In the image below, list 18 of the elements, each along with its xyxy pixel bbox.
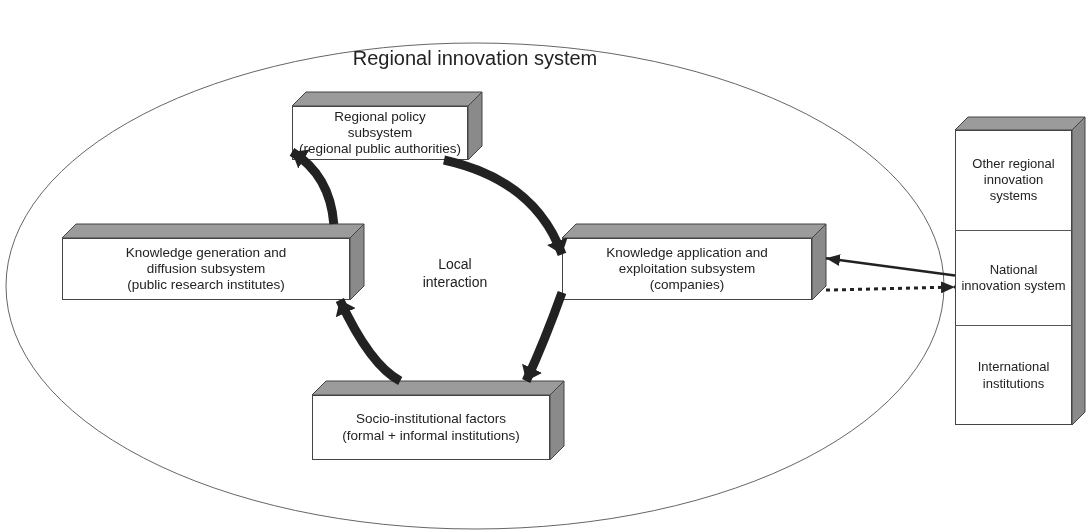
block-title: Regional policy subsystem bbox=[333, 108, 427, 142]
cell-label: Other regional innovation systems bbox=[971, 154, 1056, 206]
arrow bbox=[825, 254, 956, 277]
cell-label: National innovation system bbox=[960, 260, 1067, 295]
curved-arrow bbox=[521, 290, 567, 383]
center-label: Local interaction bbox=[421, 256, 489, 291]
block-title: Knowledge application and exploitation subsystem bbox=[605, 244, 769, 278]
curved-arrow bbox=[335, 298, 403, 385]
block-title: Knowledge generation and diffusion subsystem bbox=[124, 244, 288, 278]
block-title: Socio-institutional factors bbox=[355, 411, 507, 428]
block-subtitle: (public research institutes) bbox=[127, 277, 285, 294]
curved-arrow bbox=[289, 148, 339, 225]
curved-arrow bbox=[442, 155, 567, 257]
block-subtitle: (companies) bbox=[649, 277, 725, 294]
arrow bbox=[825, 281, 956, 294]
cell-label: International institutions bbox=[976, 358, 1051, 393]
system-title: Regional innovation system bbox=[351, 46, 599, 71]
block-subtitle: (formal + informal institutions) bbox=[342, 427, 520, 444]
